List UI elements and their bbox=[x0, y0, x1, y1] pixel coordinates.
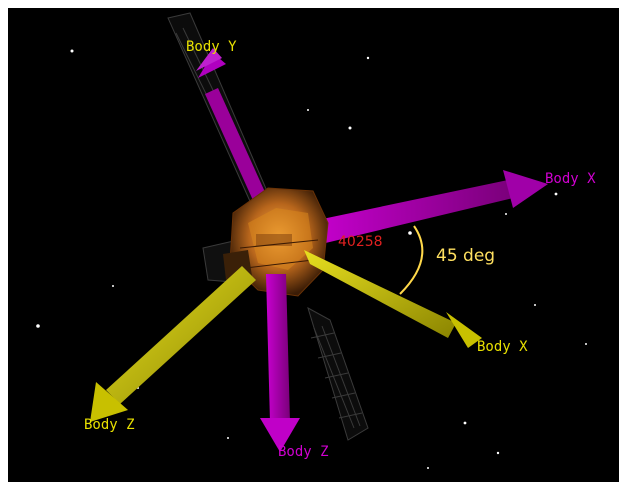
label-angle: 45 deg bbox=[436, 246, 496, 266]
starfield bbox=[36, 49, 587, 469]
label-body-x-rotated: Body X bbox=[477, 339, 528, 355]
star bbox=[366, 56, 370, 60]
star bbox=[505, 213, 507, 215]
star bbox=[227, 437, 229, 439]
label-body-x: Body X bbox=[545, 171, 596, 187]
star bbox=[534, 304, 536, 306]
star bbox=[496, 451, 500, 455]
star bbox=[554, 192, 558, 196]
star bbox=[427, 467, 429, 469]
star bbox=[585, 343, 587, 345]
label-body-y: Body Y bbox=[186, 39, 237, 55]
star bbox=[70, 49, 74, 53]
3d-viewport[interactable]: Body Y Body X 40258 45 deg Body X Body Z… bbox=[8, 8, 619, 482]
axis-body-x-original bbox=[308, 170, 548, 246]
satellite-body bbox=[223, 187, 329, 297]
star bbox=[408, 231, 412, 235]
axis-body-z-rotated bbox=[90, 266, 256, 422]
axis-body-z-original bbox=[260, 274, 300, 452]
axis-body-x-rotated bbox=[304, 250, 482, 348]
star bbox=[348, 126, 352, 130]
star bbox=[463, 421, 467, 425]
label-satellite-id: 40258 bbox=[338, 234, 383, 250]
star bbox=[112, 285, 114, 287]
axis-body-y-original bbox=[196, 48, 274, 218]
angle-arc bbox=[399, 225, 424, 295]
label-body-z-rotated: Body Z bbox=[84, 417, 135, 433]
scene-canvas[interactable] bbox=[8, 8, 619, 482]
star bbox=[307, 109, 309, 111]
label-body-z: Body Z bbox=[278, 444, 329, 460]
star bbox=[36, 324, 40, 328]
